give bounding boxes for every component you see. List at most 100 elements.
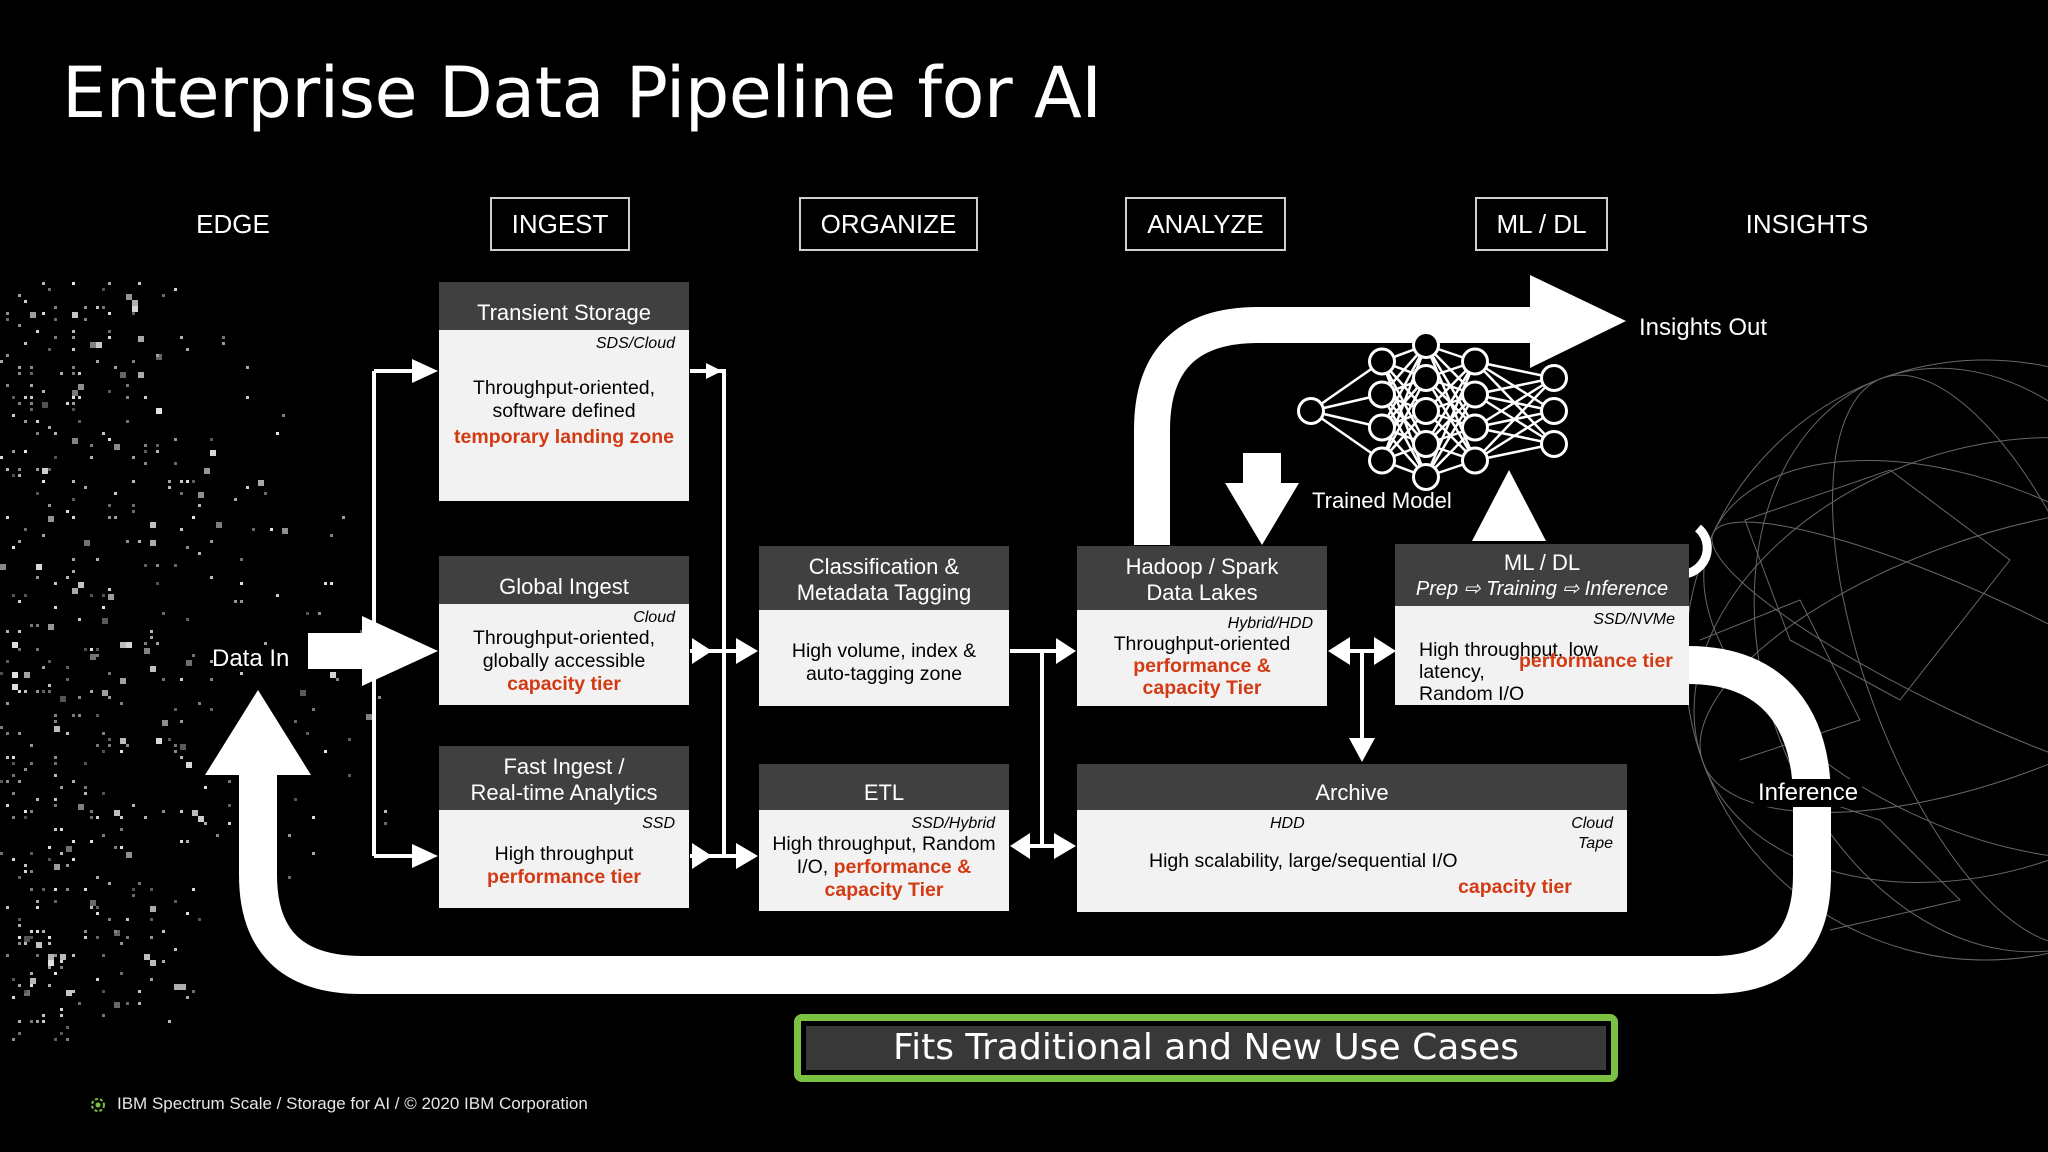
data-dot — [60, 696, 66, 702]
box-body-line: latency, — [1419, 661, 1485, 683]
data-dot — [282, 414, 285, 417]
data-dot — [72, 714, 75, 717]
stage-insights: INSIGHTS — [1745, 208, 1869, 239]
box-title: Fast Ingest / — [503, 754, 625, 779]
data-dot — [12, 792, 15, 795]
data-dot — [42, 312, 45, 315]
data-dot — [30, 744, 33, 747]
data-dot — [54, 456, 57, 459]
globe-graphic — [1684, 359, 2048, 961]
data-dot — [6, 630, 9, 633]
data-dot — [12, 414, 15, 417]
data-dot — [174, 750, 177, 753]
data-dot — [48, 660, 51, 663]
data-dot — [84, 648, 87, 651]
data-dot — [252, 528, 255, 531]
feedback-loop-arrow — [239, 646, 1831, 994]
nn-node — [1412, 331, 1440, 359]
data-dot — [84, 540, 90, 546]
data-dot — [54, 318, 57, 321]
data-dot — [144, 462, 147, 465]
data-dot — [18, 324, 21, 327]
data-dot — [72, 438, 78, 444]
data-dot — [210, 450, 216, 456]
data-dot — [60, 960, 63, 963]
data-dot — [210, 540, 213, 543]
data-dot — [360, 630, 363, 633]
data-dot — [30, 384, 33, 387]
box-title: Hadoop / Spark — [1125, 554, 1279, 579]
data-dot — [72, 408, 75, 411]
data-dot — [216, 834, 219, 837]
data-dot — [114, 810, 120, 816]
slide-title: Enterprise Data Pipeline for AI — [62, 52, 1102, 134]
data-dot — [84, 930, 87, 933]
data-dot — [84, 936, 87, 939]
data-dot — [156, 738, 162, 744]
data-dot — [72, 402, 75, 405]
data-dot — [150, 918, 153, 921]
data-dot — [384, 810, 387, 813]
storage-type-tag: Hybrid/HDD — [1227, 615, 1313, 632]
data-dot — [12, 1038, 15, 1041]
tier-highlight: capacity tier — [1458, 876, 1572, 898]
data-dot — [102, 432, 105, 435]
data-dot — [126, 540, 129, 543]
box-body-line: High throughput — [494, 843, 634, 865]
data-dot — [96, 906, 99, 909]
data-dot — [36, 954, 39, 957]
data-dot — [84, 888, 87, 891]
data-dot — [66, 864, 69, 867]
data-dot — [48, 348, 51, 351]
data-dot — [126, 1002, 129, 1005]
box-title: ETL — [863, 780, 905, 805]
data-dot — [108, 330, 111, 333]
data-dot — [30, 312, 36, 318]
box-title: Global Ingest — [499, 574, 629, 599]
insights-out-label: Insights Out — [1639, 314, 1768, 341]
nn-edge — [1474, 377, 1555, 462]
data-dot — [132, 300, 138, 306]
insights-out-arrow — [1134, 307, 1542, 545]
data-dot — [66, 576, 69, 579]
data-dot — [108, 312, 111, 315]
data-dot — [108, 336, 111, 339]
data-dot — [6, 318, 9, 321]
box-title: Archive — [1315, 780, 1389, 805]
data-dot — [36, 576, 39, 579]
data-dot — [78, 582, 84, 588]
etl-box: ETL SSD/Hybrid High throughput, Random I… — [759, 764, 1009, 911]
data-dot — [114, 516, 117, 519]
data-dot — [114, 930, 117, 933]
data-dot — [72, 516, 75, 519]
ingest-collector-lines — [690, 369, 740, 858]
data-dot — [186, 840, 189, 843]
data-dot — [42, 930, 45, 933]
data-dot — [0, 564, 6, 570]
data-dot — [120, 678, 126, 684]
archive-box: Archive HDD Cloud Tape High scalability,… — [1077, 764, 1627, 912]
data-dot — [186, 912, 189, 915]
data-dot — [306, 612, 309, 615]
data-dot — [72, 312, 78, 318]
data-dot — [72, 480, 75, 483]
arrowhead-transient — [412, 359, 438, 383]
data-dot — [12, 756, 15, 759]
box-body-line: software defined — [492, 400, 636, 422]
data-dot — [102, 306, 105, 309]
data-dot — [168, 480, 171, 483]
tier-highlight: capacity Tier — [824, 879, 944, 901]
nn-node — [1540, 397, 1568, 425]
data-dot — [180, 756, 183, 759]
data-dot — [90, 648, 93, 651]
data-dot — [24, 342, 27, 345]
data-dot — [96, 654, 99, 657]
data-dot — [288, 876, 291, 879]
data-dot — [54, 1038, 57, 1041]
data-dot — [204, 468, 210, 474]
data-dot — [264, 492, 267, 495]
data-dot — [48, 858, 51, 861]
data-dot — [108, 438, 111, 441]
